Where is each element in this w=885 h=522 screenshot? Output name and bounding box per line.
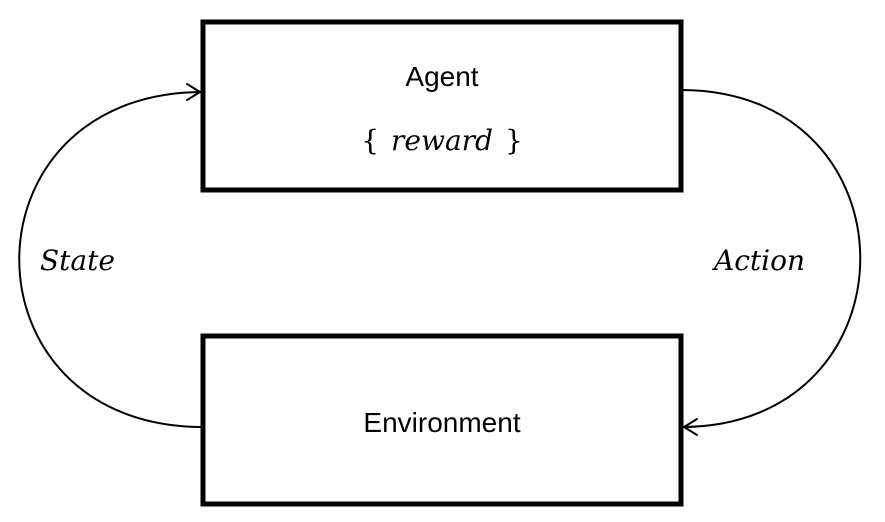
agent-title: Agent — [405, 61, 478, 92]
action-edge: Action — [680, 89, 862, 436]
state-arrow-path — [18, 91, 204, 428]
agent-reward: reward — [391, 124, 493, 157]
environment-box — [200, 333, 684, 507]
action-label: Action — [711, 244, 805, 277]
reward-brace-open: { — [361, 124, 379, 157]
state-label: State — [40, 244, 115, 277]
agent-reward-line: { reward } — [361, 124, 523, 157]
environment-title: Environment — [363, 407, 520, 438]
reward-brace-close: } — [505, 124, 523, 157]
state-arrowhead — [186, 83, 201, 101]
action-arrow-path — [680, 89, 862, 428]
state-edge: State — [18, 83, 204, 428]
agent-node: Agent { reward } — [200, 19, 684, 193]
action-arrowhead — [683, 418, 698, 436]
agent-box — [200, 19, 684, 193]
environment-node: Environment — [200, 333, 684, 507]
